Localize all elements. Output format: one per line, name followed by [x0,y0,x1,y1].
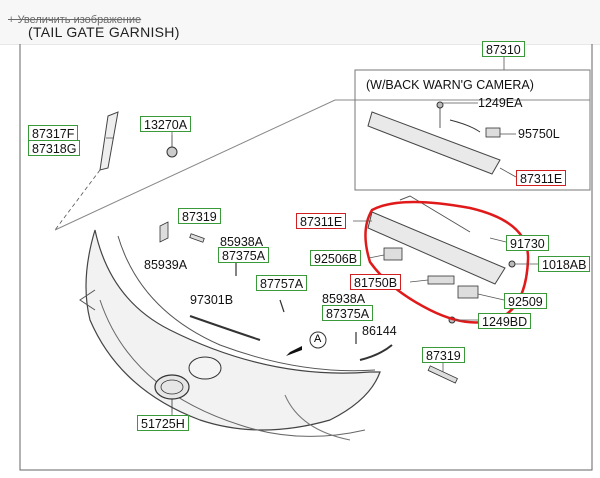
grommet [166,146,178,158]
lamp-92509 [457,285,479,299]
part-label-97301B[interactable]: 97301B [190,293,234,307]
camera-section-title: (W/BACK WARN'G CAMERA) [366,78,534,92]
part-label-85938A-bottom[interactable]: 85938A [322,292,366,306]
leader-lines [106,57,538,415]
diagram-title: (TAIL GATE GARNISH) [28,24,180,40]
camera-garnish-upper [367,111,501,175]
emblem-plate [188,356,222,380]
part-label-87311E-mid[interactable]: 87311E [296,213,347,229]
clip-85939A [159,221,169,243]
part-label-87318G[interactable]: 87318G [28,140,81,156]
camera-connector [449,119,481,133]
part-label-81750B[interactable]: 81750B [350,274,402,290]
part-label-1249BD[interactable]: 1249BD [478,313,532,329]
part-label-87310[interactable]: 87310 [482,41,525,57]
part-label-87317F[interactable]: 87317F [28,125,79,141]
part-label-92506B[interactable]: 92506B [310,250,362,266]
bracket-92506B [383,247,403,261]
part-label-85938A-top[interactable]: 85938A [220,235,264,249]
part-label-1018AB[interactable]: 1018AB [538,256,591,272]
part-label-13270A[interactable]: 13270A [140,116,192,132]
diagram-frame [19,44,593,471]
lamp-81750B [427,275,455,285]
marker-A-circle [309,331,327,349]
direction-arrow [286,346,302,356]
pad-87319-top [189,233,205,243]
part-label-87375A-bottom[interactable]: 87375A [322,305,374,321]
zoom-image-link[interactable]: + Увеличить изображение [8,14,142,26]
part-label-85939A[interactable]: 85939A [144,258,188,272]
part-label-95750L[interactable]: 95750L [518,127,560,141]
part-label-51725H[interactable]: 51725H [137,415,189,431]
kia-emblem [154,374,190,400]
pad-87319-bottom [427,365,458,384]
part-label-87757A[interactable]: 87757A [256,275,308,291]
image-toolbar: + Увеличить изображение [0,0,600,45]
camera-garnish-lower [367,211,506,285]
part-label-1249EA[interactable]: 1249EA [478,96,523,110]
trim-86144 [359,344,393,361]
panel-outline [54,99,590,231]
marker-A: A [314,333,322,345]
part-label-86144[interactable]: 86144 [362,324,397,338]
part-label-91730[interactable]: 91730 [506,235,549,251]
part-label-87375A-top[interactable]: 87375A [218,247,270,263]
side-bracket [99,111,119,171]
part-label-87319-top[interactable]: 87319 [178,208,221,224]
part-label-87311E-top[interactable]: 87311E [516,170,567,186]
part-label-87319-bottom[interactable]: 87319 [422,347,465,363]
molding-97301B [189,315,261,341]
part-label-92509[interactable]: 92509 [504,293,547,309]
